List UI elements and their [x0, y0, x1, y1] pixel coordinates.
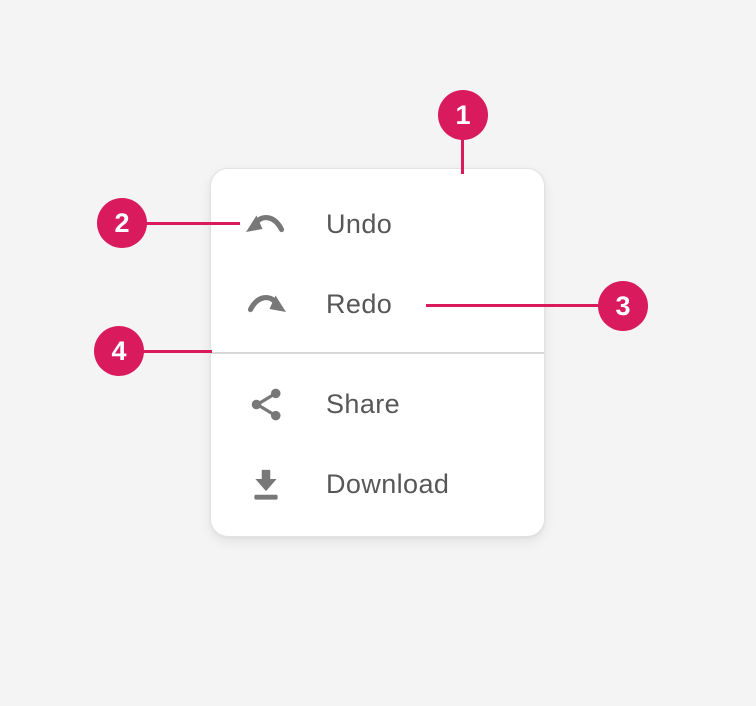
callout-badge-3: 3 [598, 281, 648, 331]
menu-divider [211, 352, 544, 354]
callout-line-3 [426, 304, 602, 307]
callout-number: 2 [114, 207, 130, 238]
callout-line-1 [461, 136, 464, 174]
callout-number: 3 [615, 290, 631, 321]
share-icon [243, 386, 289, 423]
menu-section-history: Undo Redo [211, 169, 544, 352]
callout-line-2 [140, 222, 240, 225]
menu-section-actions: Share Download [211, 354, 544, 538]
menu-item-redo[interactable]: Redo [211, 264, 544, 344]
context-menu: Undo Redo [210, 168, 545, 537]
menu-item-label: Undo [326, 208, 393, 239]
menu-item-label: Redo [326, 288, 393, 319]
callout-number: 1 [455, 99, 471, 130]
callout-badge-2: 2 [97, 198, 147, 248]
menu-item-share[interactable]: Share [211, 364, 544, 444]
menu-item-undo[interactable]: Undo [211, 184, 544, 264]
menu-item-label: Download [326, 468, 450, 499]
callout-badge-4: 4 [94, 326, 144, 376]
download-icon [243, 467, 289, 501]
callout-badge-1: 1 [438, 90, 488, 140]
undo-icon [243, 209, 289, 239]
menu-item-label: Share [326, 388, 401, 419]
menu-item-download[interactable]: Download [211, 444, 544, 524]
callout-number: 4 [111, 335, 127, 366]
callout-line-4 [138, 350, 212, 353]
redo-icon [243, 289, 289, 319]
